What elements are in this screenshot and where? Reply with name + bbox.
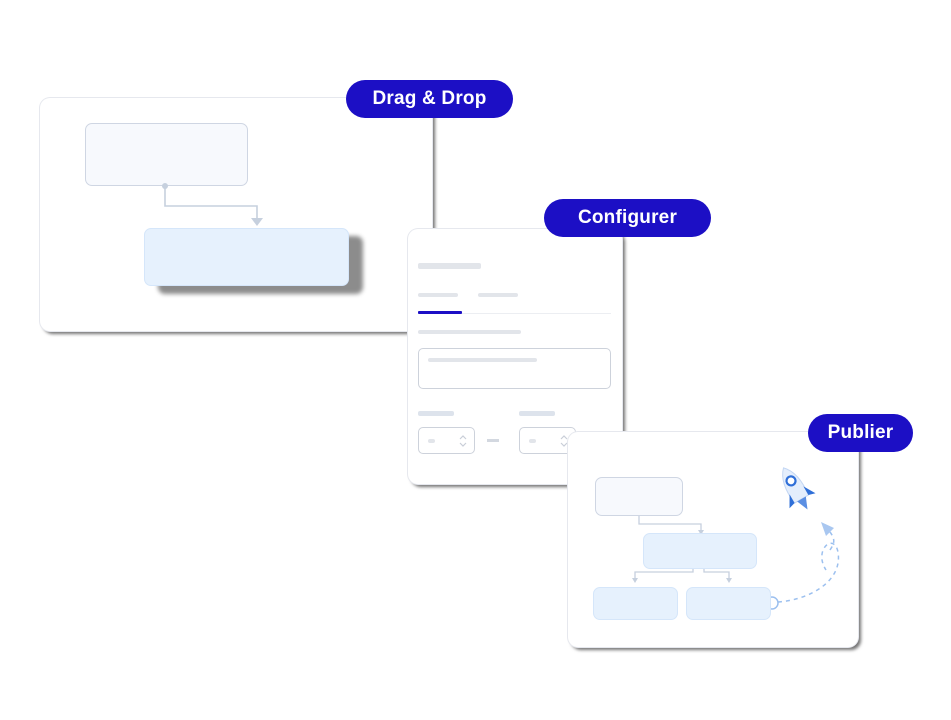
max-label-placeholder xyxy=(519,411,555,416)
max-number-stepper[interactable] xyxy=(519,427,576,454)
stepper-arrows-icon[interactable] xyxy=(459,434,467,448)
min-label-placeholder xyxy=(418,411,454,416)
rocket-icon xyxy=(782,467,816,510)
min-number-stepper[interactable] xyxy=(418,427,475,454)
text-area-field[interactable] xyxy=(418,348,611,389)
tabs-divider xyxy=(418,313,611,314)
text-area-content-placeholder xyxy=(428,358,537,362)
min-value-placeholder xyxy=(428,439,435,443)
publish-card xyxy=(568,432,858,647)
stepper-arrows-icon[interactable] xyxy=(560,434,568,448)
root-node[interactable] xyxy=(595,477,683,516)
range-separator xyxy=(487,439,499,442)
panel-title-placeholder xyxy=(418,263,481,269)
configure-step-badge: Configurer xyxy=(544,199,711,237)
workflow-connectors xyxy=(632,516,840,610)
active-tab-indicator xyxy=(418,311,462,314)
field-label-placeholder xyxy=(418,330,521,334)
right-child-node[interactable] xyxy=(686,587,771,620)
publish-step-badge: Publier xyxy=(808,414,913,452)
source-node[interactable] xyxy=(85,123,248,186)
left-child-node[interactable] xyxy=(593,587,678,620)
drag-drop-card xyxy=(40,98,432,331)
tab-2-placeholder[interactable] xyxy=(478,293,518,297)
max-value-placeholder xyxy=(529,439,536,443)
node-connector xyxy=(162,183,263,226)
dragged-node[interactable] xyxy=(144,228,349,286)
tab-1-placeholder[interactable] xyxy=(418,293,458,297)
arrow-down-icon xyxy=(251,218,263,226)
drag-drop-step-badge: Drag & Drop xyxy=(346,80,513,118)
middle-node[interactable] xyxy=(643,533,757,569)
